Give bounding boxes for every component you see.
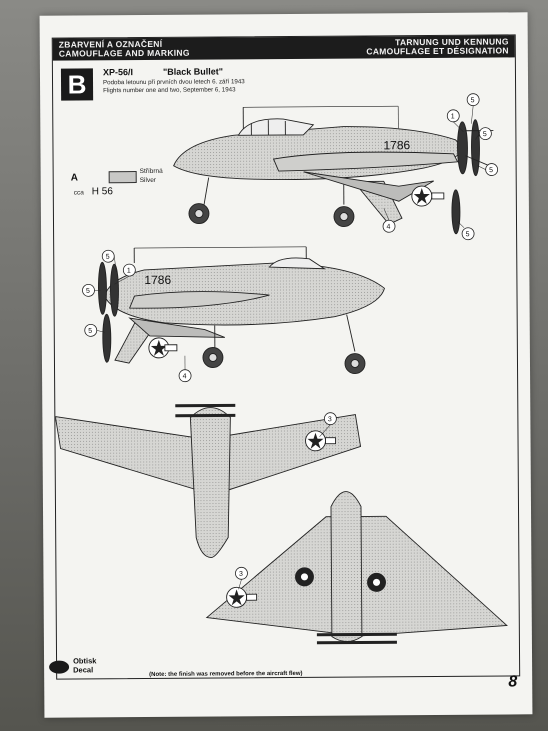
svg-text:3: 3 bbox=[328, 416, 332, 423]
aircraft-drawings: 1786 bbox=[54, 93, 508, 645]
decal-legend-icon bbox=[49, 660, 70, 674]
callout-5-c: 5 bbox=[485, 163, 499, 176]
svg-text:5: 5 bbox=[489, 167, 493, 174]
profile-left-view: 1786 bbox=[98, 246, 385, 374]
callout-4-a: 4 bbox=[382, 219, 396, 233]
svg-text:5: 5 bbox=[106, 254, 110, 261]
callout-leader-lines bbox=[94, 105, 486, 590]
profile-right-view: 1786 bbox=[173, 105, 494, 235]
decal-legend-cs: Obtisk bbox=[73, 656, 97, 666]
instruction-sheet: ZBARVENÍ A OZNAČENÍ CAMOUFLAGE AND MARKI… bbox=[39, 12, 533, 718]
decal-legend-en: Decal bbox=[73, 665, 94, 675]
serial-number-bottom: 1786 bbox=[144, 273, 171, 287]
svg-text:5: 5 bbox=[466, 231, 470, 238]
callout-5-e: 5 bbox=[101, 249, 115, 263]
callout-3-a: 3 bbox=[323, 412, 337, 426]
svg-text:5: 5 bbox=[471, 97, 475, 104]
finish-note: (Note: the finish was removed before the… bbox=[149, 670, 303, 678]
svg-text:4: 4 bbox=[387, 224, 391, 231]
callout-5-d: 5 bbox=[461, 227, 475, 241]
callout-5-a: 5 bbox=[466, 93, 480, 107]
callout-1-b: 1 bbox=[122, 263, 136, 277]
callout-4-b: 4 bbox=[178, 369, 192, 383]
svg-text:1: 1 bbox=[127, 268, 131, 275]
callout-3-b: 3 bbox=[235, 566, 248, 580]
svg-text:3: 3 bbox=[239, 571, 243, 578]
bottom-view bbox=[205, 491, 508, 645]
svg-text:5: 5 bbox=[483, 131, 487, 138]
callout-5-b: 5 bbox=[478, 127, 492, 141]
svg-text:5: 5 bbox=[88, 328, 92, 335]
callout-5-f: 5 bbox=[82, 283, 95, 297]
page-frame: ZBARVENÍ A OZNAČENÍ CAMOUFLAGE AND MARKI… bbox=[49, 34, 521, 690]
callout-1-a: 1 bbox=[446, 109, 460, 123]
callout-markers: 5 1 5 5 4 5 1 5 5 5 4 3 3 bbox=[82, 93, 499, 580]
page-number: 8 bbox=[508, 673, 518, 691]
svg-text:4: 4 bbox=[183, 373, 187, 380]
callout-5-g: 5 bbox=[84, 323, 98, 337]
svg-text:5: 5 bbox=[86, 288, 90, 295]
svg-text:1: 1 bbox=[451, 113, 455, 120]
serial-number-top: 1786 bbox=[383, 138, 410, 152]
top-view bbox=[54, 403, 362, 558]
